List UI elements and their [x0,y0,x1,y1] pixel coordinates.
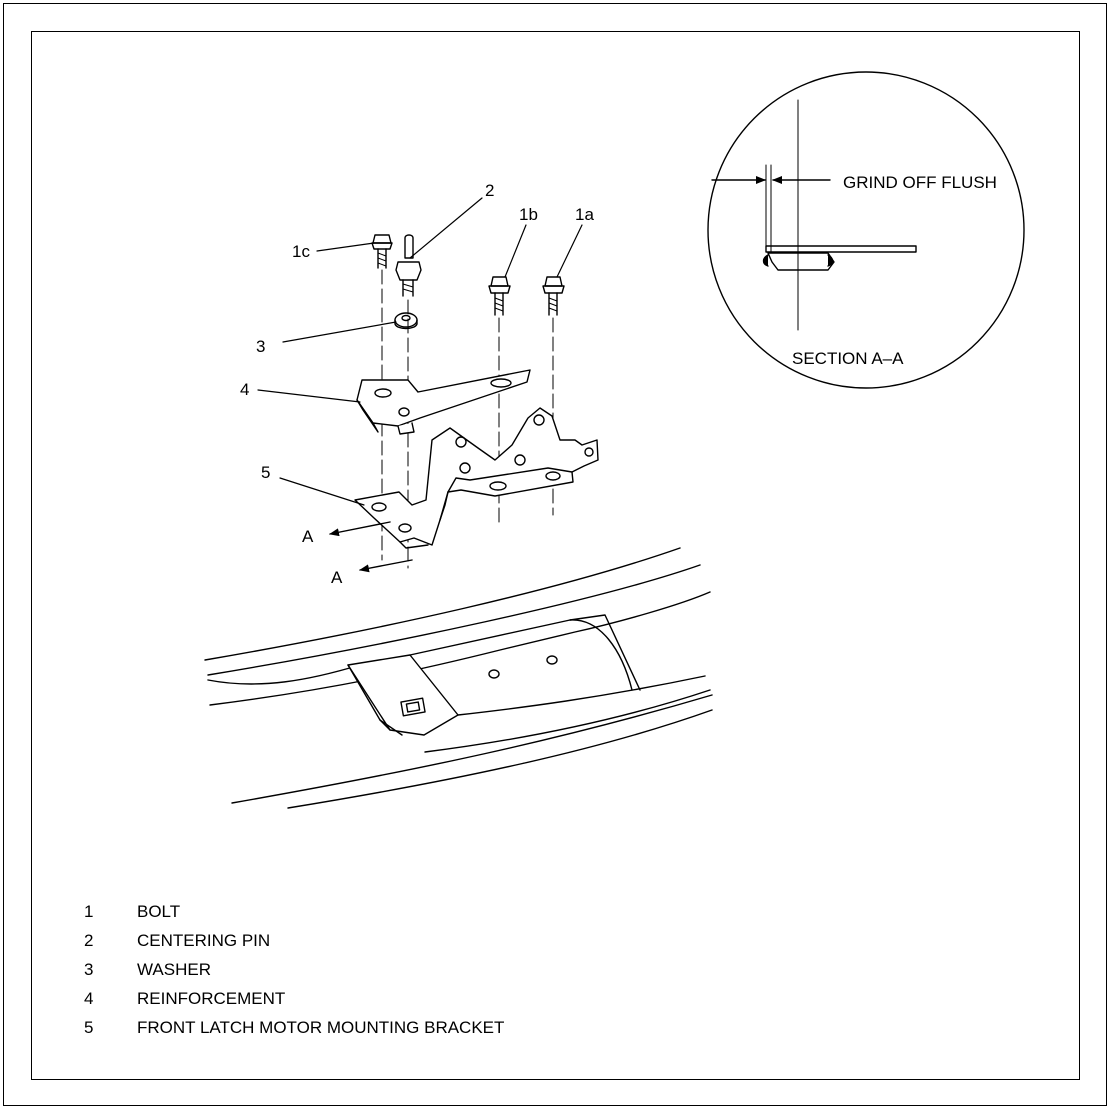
legend-description: BOLT [137,901,181,921]
legend-number: 4 [84,988,94,1008]
grind-off-flush-label: GRIND OFF FLUSH [843,173,997,192]
legend-description: WASHER [137,959,211,979]
front-cross-member [204,547,713,809]
legend-description: REINFORCEMENT [137,988,286,1008]
detail-circle [707,71,1025,389]
section-arrow-lower [359,559,413,573]
legend-description: FRONT LATCH MOTOR MOUNTING BRACKET [137,1017,505,1037]
legend-number: 2 [84,930,94,950]
legend-number: 1 [84,901,94,921]
section-arrow-upper [329,521,391,537]
legend-number: 3 [84,959,94,979]
callout-3: 3 [256,337,265,356]
reinforcement-4 [356,369,531,435]
section-detail-view [707,71,1025,389]
callout-4: 4 [240,380,249,399]
detail-weld-nut [767,252,835,271]
legend-row: 3 WASHER [84,955,504,984]
mounting-bracket-5 [354,407,599,549]
legend-description: CENTERING PIN [137,930,271,950]
section-label-upper: A [302,527,314,546]
callout-1c: 1c [292,242,310,261]
callout-2: 2 [485,181,494,200]
legend-row: 1 BOLT [84,897,504,926]
legend-number: 5 [84,1017,94,1037]
callout-1b: 1b [519,205,538,224]
legend-row: 4 REINFORCEMENT [84,984,504,1013]
callout-5: 5 [261,463,270,482]
parts-legend: 1 BOLT 2 CENTERING PIN 3 WASHER 4 REINFO… [84,897,504,1042]
legend-row: 2 CENTERING PIN [84,926,504,955]
section-a-a-label: SECTION A–A [792,349,904,368]
leader-lines [257,197,583,506]
section-label-lower: A [331,568,343,587]
diagram-frame [31,31,1080,1080]
washer-3 [394,312,418,330]
detail-plate [765,245,917,253]
outer-border [3,3,1107,1106]
legend-row: 5 FRONT LATCH MOTOR MOUNTING BRACKET [84,1013,504,1042]
callout-1a: 1a [575,205,594,224]
